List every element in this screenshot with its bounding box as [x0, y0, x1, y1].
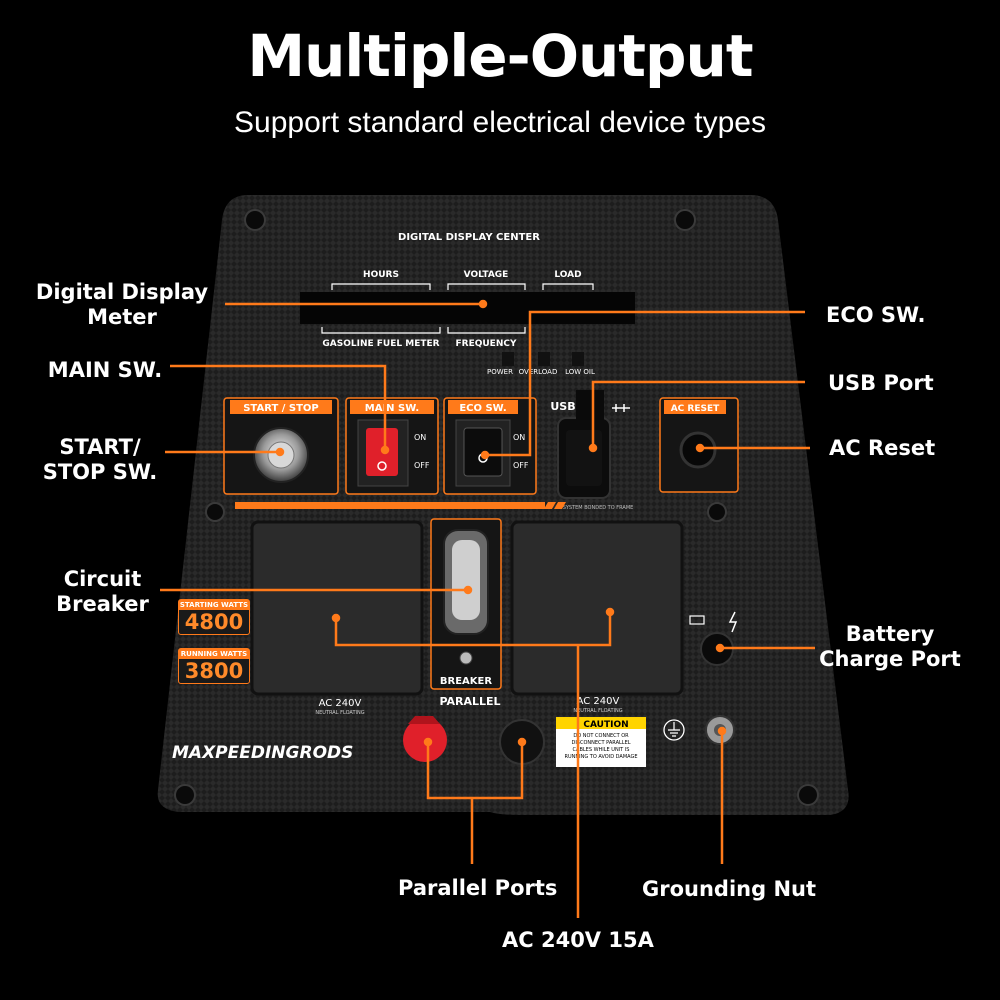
starting-watts-value: 4800	[184, 610, 244, 634]
hours-label: HOURS	[363, 270, 399, 280]
svg-text:NEUTRAL FLOATING: NEUTRAL FLOATING	[315, 710, 364, 716]
ac-reset-label: AC RESET	[671, 404, 720, 414]
svg-text:NEUTRAL FLOATING: NEUTRAL FLOATING	[573, 708, 622, 714]
low-oil-label: LOW OIL	[565, 368, 595, 376]
breaker-label: BREAKER	[440, 676, 492, 687]
svg-text:DO NOT CONNECT OR: DO NOT CONNECT OR	[573, 733, 629, 739]
svg-text:OFF: OFF	[414, 461, 430, 470]
parallel-label: PARALLEL	[439, 695, 500, 708]
running-watts-label: RUNNING WATTS	[179, 649, 249, 659]
svg-text:RUNNING TO AVOID DAMAGE: RUNNING TO AVOID DAMAGE	[564, 754, 637, 760]
usb-label: USB	[550, 400, 575, 413]
ac-outlet-right-cover	[510, 520, 684, 696]
svg-text:ON: ON	[414, 433, 426, 442]
ground-symbol-icon	[663, 719, 685, 741]
main-sw-label: MAIN SW.	[365, 403, 419, 414]
svg-text:ON: ON	[513, 433, 525, 442]
svg-text:OFF: OFF	[513, 461, 529, 470]
callout-main-sw: MAIN SW.	[47, 358, 163, 382]
eco-sw-label: ECO SW.	[459, 403, 506, 414]
callout-battery-charge: Battery Charge Port	[819, 622, 961, 671]
callout-digital-display: Digital Display Meter	[35, 280, 209, 329]
starting-watts-label: STARTING WATTS	[179, 600, 249, 610]
panel-screws	[174, 209, 819, 806]
callout-ac-reset: AC Reset	[829, 436, 936, 460]
callout-parallel-ports: Parallel Ports	[398, 876, 558, 900]
bonded-text: SYSTEM BONDED TO FRAME	[563, 505, 634, 511]
overload-label: OVERLOAD	[519, 368, 558, 376]
running-watts-value: 3800	[184, 659, 244, 683]
svg-text:CABLES WHILE UNIT IS: CABLES WHILE UNIT IS	[573, 747, 630, 753]
callout-lines	[160, 299, 815, 918]
svg-text:DISCONNECT PARALLEL: DISCONNECT PARALLEL	[571, 740, 630, 746]
callout-grounding-nut: Grounding Nut	[642, 877, 817, 901]
fuel-meter-label: GASOLINE FUEL METER	[322, 339, 439, 349]
start-stop-label: START / STOP	[243, 403, 319, 414]
running-watts-badge: RUNNING WATTS 3800	[178, 648, 250, 684]
display-center-text: DIGITAL DISPLAY CENTER	[398, 232, 540, 243]
ac-outlet-left-cover	[250, 520, 424, 696]
ac240-right-label: AC 240V	[577, 696, 620, 707]
caution-title: CAUTION	[583, 720, 628, 730]
power-label: POWER	[487, 368, 513, 376]
callout-ac240-15a: AC 240V 15A	[502, 928, 654, 952]
callout-usb-port: USB Port	[828, 371, 934, 395]
brand-logo: MAXPEEDINGRODS	[172, 743, 353, 763]
load-label: LOAD	[554, 270, 581, 280]
callout-eco-sw: ECO SW.	[826, 303, 926, 327]
page-subtitle: Support standard electrical device types	[234, 106, 766, 139]
voltage-label: VOLTAGE	[464, 270, 509, 280]
page-title: Multiple-Output	[247, 22, 753, 90]
callout-circuit-breaker: Circuit Breaker	[56, 567, 149, 616]
callout-start-stop: START/ STOP SW.	[42, 435, 158, 484]
starting-watts-badge: STARTING WATTS 4800	[178, 599, 250, 635]
frequency-label: FREQUENCY	[456, 339, 517, 349]
lcd-screen	[300, 292, 635, 324]
ac240-left-label: AC 240V	[319, 698, 362, 709]
